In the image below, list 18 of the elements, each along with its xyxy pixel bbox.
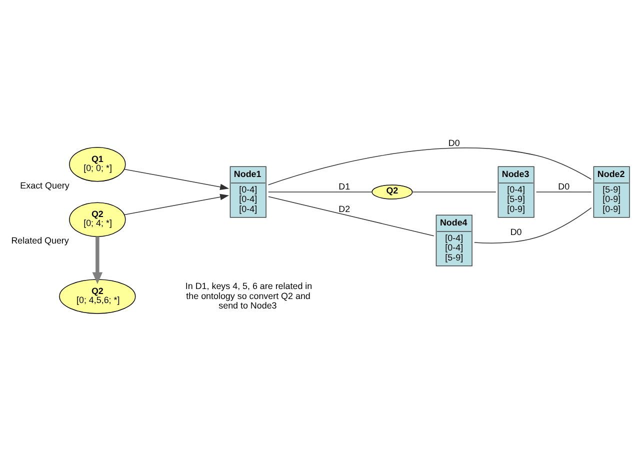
node-ellipse: Q1 [0; 0; *] [69,147,126,182]
node-ellipse: Q2 [372,184,413,200]
arrow [92,236,103,284]
arrow [124,194,230,216]
label: In D1, keys 4, 5, 6 are related in the ontology so convert Q2 and send to Node3 [185,281,312,310]
edge-label: D0 [448,138,460,148]
node-label: Exact Query [20,180,70,190]
connector [474,207,592,244]
node-label: Related Query [11,236,69,246]
edge-label: D0 [558,181,570,192]
arrow [124,168,230,190]
connector [268,148,592,186]
node-ellipse: Q2 [0; 4; *] [69,202,126,237]
node-ellipse: Q2 [0; 4,5,6; *] [59,279,136,314]
edge-label: D2 [338,204,350,214]
connector [268,196,434,236]
edge-label: D1 [338,181,350,192]
edge-label: D0 [510,226,522,237]
